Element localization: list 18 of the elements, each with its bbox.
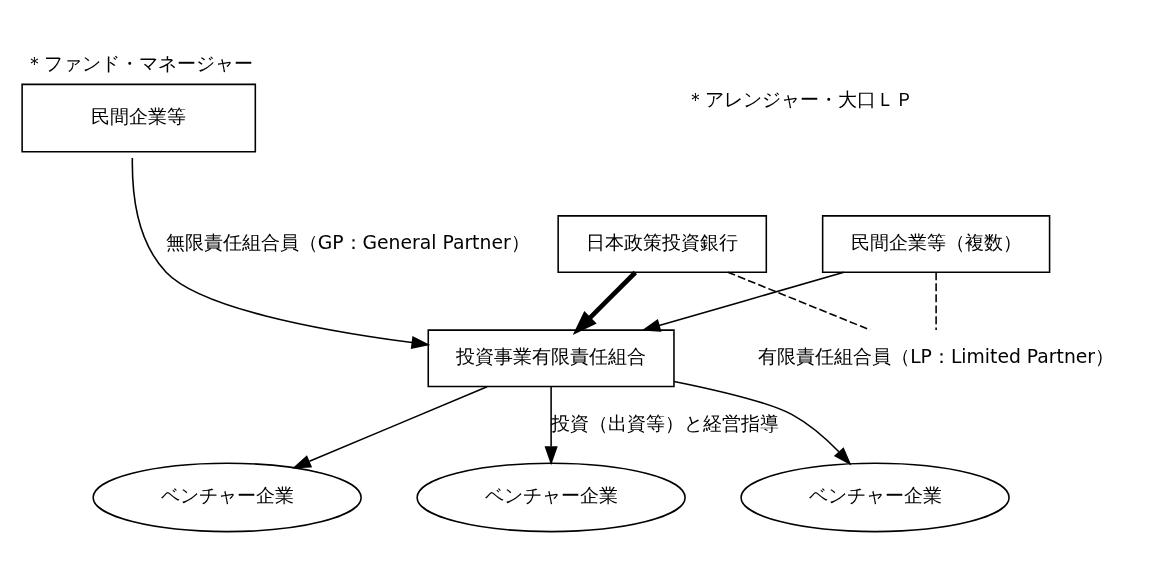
node-box: 投資事業有限責任組合	[427, 329, 675, 388]
arrow	[292, 385, 488, 469]
connector	[935, 271, 937, 331]
node-label: ＊ファンド・マネージャー	[25, 52, 254, 74]
node-box: 民間企業等	[21, 83, 257, 153]
node-ellipse: ベンチャー企業	[740, 462, 1010, 533]
node-ellipse: ベンチャー企業	[92, 462, 362, 533]
arrow	[572, 270, 637, 336]
edge-label: 無限責任組合員（GP：General Partner）	[165, 231, 530, 253]
node-box: 日本政策投資銀行	[557, 215, 768, 273]
node-ellipse: ベンチャー企業	[416, 462, 686, 533]
node-text: 有限責任組合員（LP：Limited Partner）	[758, 346, 1115, 368]
node-box: 民間企業等（複数）	[821, 215, 1051, 273]
arrow	[673, 380, 852, 466]
arrow	[544, 385, 558, 466]
arrow	[131, 157, 431, 350]
label: ＊アレンジャー・大口ＬＰ	[685, 89, 914, 111]
arrow	[641, 271, 845, 332]
